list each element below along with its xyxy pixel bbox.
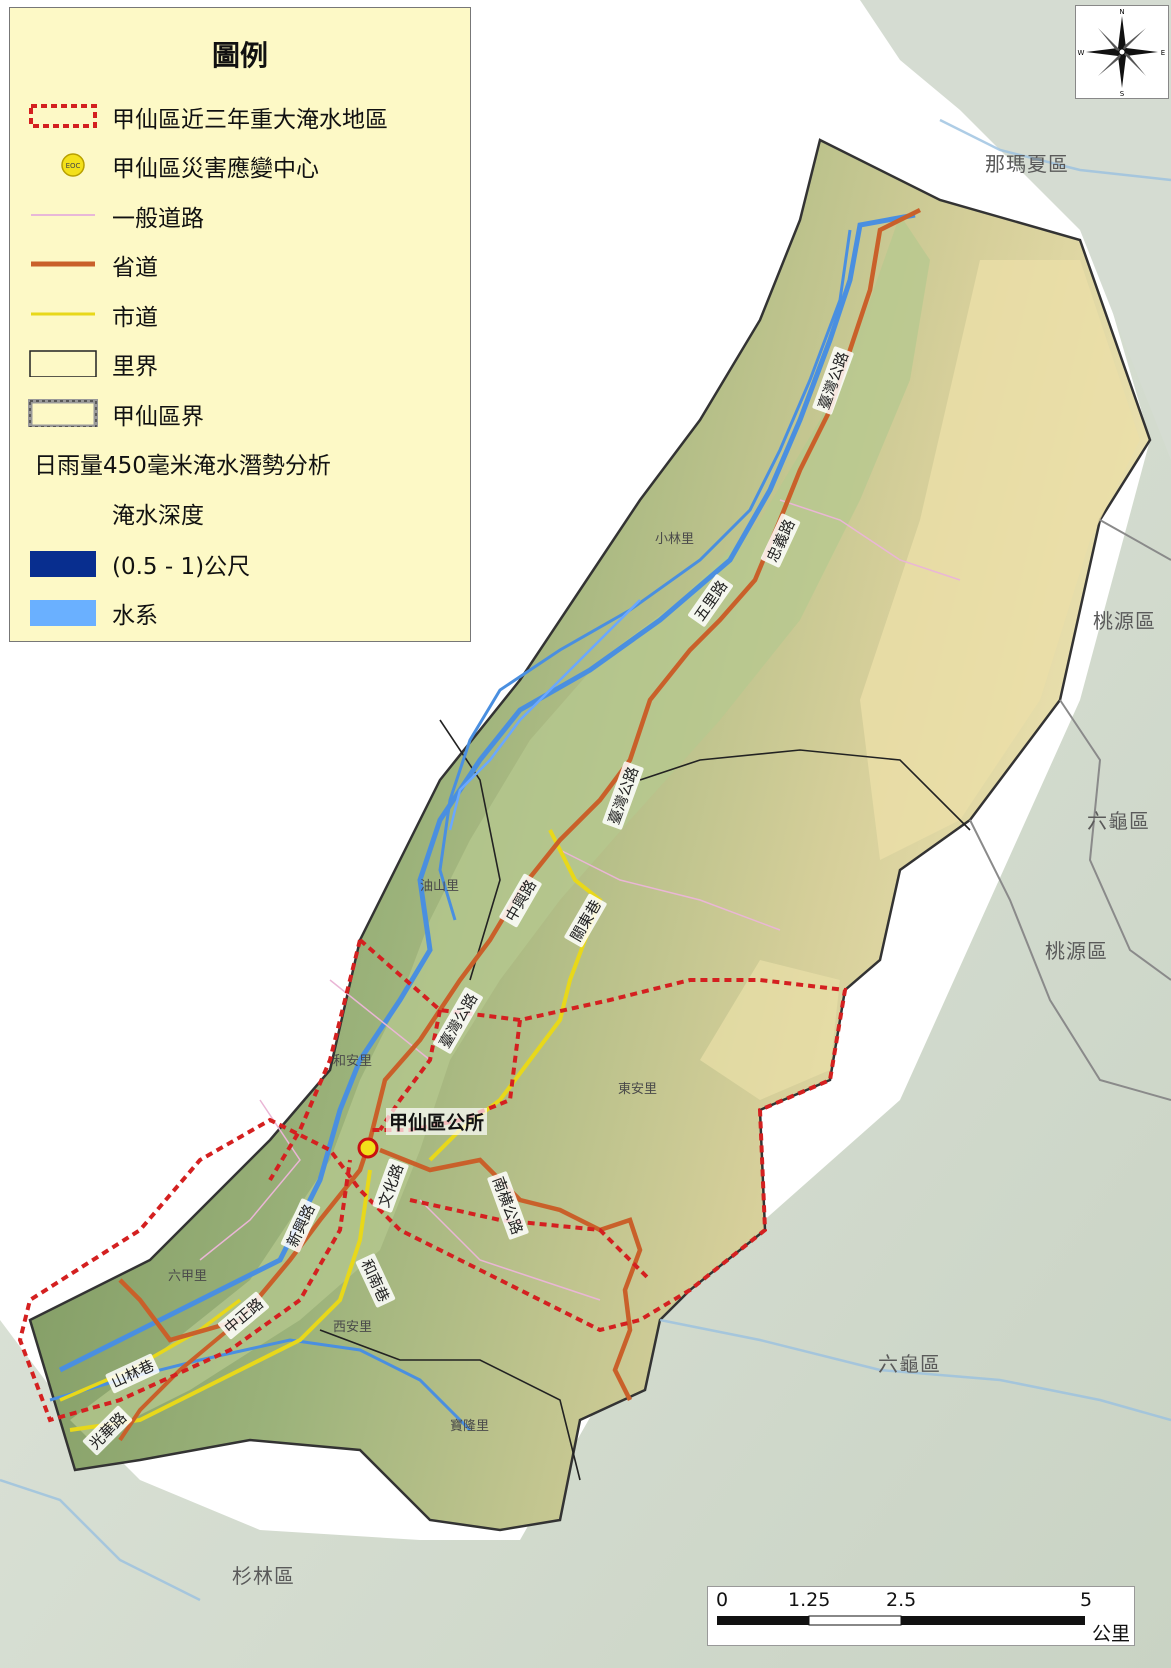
neighbor-label-liugui: 六龜區 (1087, 809, 1150, 833)
svg-text:EOC: EOC (66, 162, 81, 170)
provincial-road-south (379, 1147, 643, 1402)
legend-label: 水系 (112, 603, 158, 629)
highland-area (860, 260, 1140, 860)
scale-bar: 0 1.25 2.5 5 公里 (707, 1586, 1135, 1646)
svg-text:E: E (1161, 49, 1165, 57)
legend-item-eoc: EOC 甲仙區災害應變中心 (10, 145, 470, 185)
legend-panel: 圖例 甲仙區近三年重大淹水地區 EOC 甲仙區災害應變中心 一般道路 省道 (9, 7, 471, 642)
general-road (199, 1099, 301, 1261)
city-road (69, 1169, 372, 1432)
neighbor-label-taoyuan-2: 桃源區 (1045, 939, 1108, 963)
svg-text:W: W (1078, 49, 1085, 57)
legend-label: 省道 (112, 255, 158, 281)
neighbor-label-liugui-2: 六龜區 (878, 1352, 941, 1376)
svg-text:N: N (1119, 8, 1124, 16)
legend-title: 圖例 (211, 39, 268, 72)
city-road-swatch (31, 312, 95, 316)
village-label-xian: 西安里 (333, 1320, 373, 1335)
legend-label: 甲仙區近三年重大淹水地區 (112, 107, 388, 133)
general-road (559, 849, 781, 931)
flood-area-swatch (29, 104, 97, 128)
village-boundary (639, 749, 971, 831)
legend-item-depth: (0.5 - 1)公尺 (10, 543, 470, 583)
svg-text:S: S (1120, 90, 1125, 98)
legend-item-district-boundary: 甲仙區界 (10, 393, 470, 433)
legend-item-water: 水系 (10, 592, 470, 632)
neighbor-boundary (1099, 519, 1171, 561)
flood-area-boundary (268, 939, 362, 1182)
district-boundary-swatch (28, 399, 98, 427)
neighbor-terrain-top (860, 0, 1171, 460)
neighbor-label-shanlin: 杉林區 (232, 1564, 295, 1588)
north-arrow-icon: N S W E (1078, 8, 1166, 98)
legend-label: 甲仙區災害應變中心 (112, 156, 319, 182)
scale-tick: 1.25 (788, 1589, 831, 1611)
depth-swatch (30, 551, 96, 577)
river-outside (939, 118, 1171, 182)
flood-area-boundary (17, 938, 848, 1423)
legend-label: 市道 (112, 305, 158, 331)
village-label-dongan: 東安里 (618, 1082, 658, 1097)
scale-tick: 5 (1080, 1589, 1093, 1611)
neighbor-label-namasia: 那瑪夏區 (985, 152, 1069, 176)
village-label-heyan: 和安里 (333, 1054, 373, 1069)
general-road-swatch (31, 214, 95, 216)
scale-tick: 0 (716, 1589, 729, 1611)
office-label: 甲仙區公所 (386, 1108, 488, 1135)
general-road (779, 499, 961, 581)
scale-tick: 2.5 (886, 1589, 917, 1611)
compass-rose: N S W E (1075, 5, 1169, 99)
water-swatch (30, 600, 96, 626)
legend-item-provincial-road: 省道 (10, 244, 470, 284)
scale-bar-graphic (717, 1615, 1085, 1626)
village-boundary-swatch (29, 350, 97, 377)
provincial-road-west (118, 1318, 242, 1442)
legend-depth-title: 淹水深度 (112, 503, 204, 529)
village-boundary (319, 1329, 581, 1481)
eoc-marker[interactable] (357, 1137, 379, 1159)
village-label-baolong: 寶隆里 (450, 1419, 490, 1434)
legend-item-general-road: 一般道路 (10, 195, 470, 235)
neighbor-label-taoyuan: 桃源區 (1093, 609, 1156, 633)
eoc-icon: EOC (61, 153, 85, 177)
legend-label: 甲仙區界 (112, 404, 204, 430)
legend-item-city-road: 市道 (10, 294, 470, 334)
legend-item-flood-area: 甲仙區近三年重大淹水地區 (10, 96, 470, 136)
flood-area-boundary (378, 1009, 442, 1132)
village-label-liujia: 六甲里 (168, 1269, 208, 1284)
village-boundary (439, 719, 501, 981)
village-label-xiaolin: 小林里 (655, 532, 695, 547)
legend-label: 一般道路 (112, 206, 204, 232)
legend-label: (0.5 - 1)公尺 (112, 554, 251, 580)
neighbor-boundary (969, 819, 1171, 1101)
provincial-road-swatch (31, 261, 95, 267)
neighbor-boundary (1059, 699, 1171, 981)
highland-area-south (700, 960, 840, 1100)
city-road (59, 1298, 242, 1402)
flood-area-boundary (409, 1198, 652, 1282)
river-outside (0, 1478, 201, 1602)
legend-label: 里界 (112, 354, 158, 380)
scale-unit: 公里 (1091, 1623, 1130, 1645)
river-branch (448, 599, 641, 831)
river-outside (659, 1318, 1171, 1422)
general-road (419, 1199, 601, 1301)
river-valley (70, 215, 930, 1440)
legend-item-village-boundary: 里界 (10, 343, 470, 383)
village-label-shanfeng: 油山里 (420, 879, 460, 894)
legend-analysis-title: 日雨量450毫米淹水潛勢分析 (34, 453, 331, 479)
